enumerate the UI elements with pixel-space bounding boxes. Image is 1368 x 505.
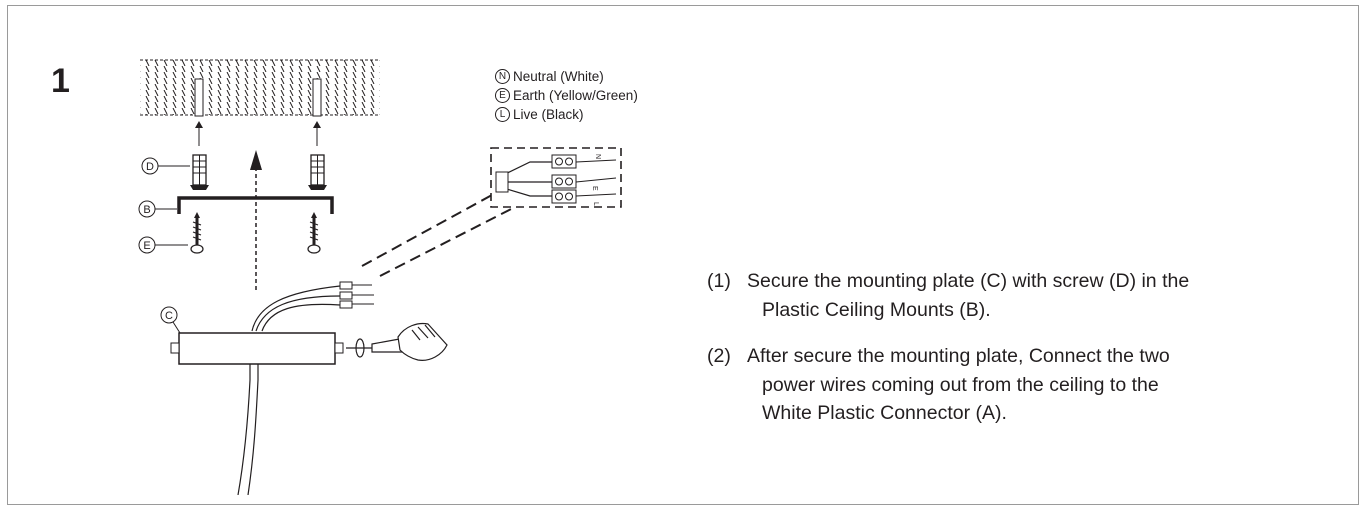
legend-live: L Live (Black) [495, 105, 638, 124]
callout-b-label: B [143, 204, 150, 216]
box-terminal-block [339, 281, 374, 309]
wall-plug-left [190, 154, 209, 190]
instruction-2-line-1: After secure the mounting plate, Connect… [747, 345, 1170, 367]
callout-c: C [160, 306, 181, 334]
instruction-2-line-3: White Plastic Connector (A). [762, 402, 1007, 424]
ceiling [140, 59, 380, 117]
legend-live-label: Live (Black) [513, 107, 584, 122]
legend-earth-letter: E [495, 88, 510, 103]
terminal-mark-n: N [594, 154, 601, 159]
instruction-2-number: (2) [707, 345, 731, 367]
detail-leader-lower [379, 206, 516, 277]
instruction-1: (1) Secure the mounting plate (C) with s… [707, 267, 1307, 324]
driver-box [170, 332, 344, 365]
terminal-mark-e: E [591, 186, 598, 191]
legend-earth: E Earth (Yellow/Green) [495, 86, 638, 105]
screw-left [190, 212, 204, 254]
insert-arrow-left [195, 121, 203, 146]
legend-earth-label: Earth (Yellow/Green) [513, 88, 638, 103]
screw-right [307, 212, 321, 254]
insert-arrow-right [313, 121, 321, 146]
power-cable [237, 364, 259, 495]
hand-icon [397, 322, 448, 361]
legend-live-letter: L [495, 107, 510, 122]
connector-detail: N E L [490, 147, 622, 208]
step-number: 1 [51, 62, 70, 100]
instruction-1-line-1: Secure the mounting plate (C) with screw… [747, 270, 1190, 292]
callout-c-label: C [165, 310, 173, 322]
box-wires [251, 285, 341, 332]
legend-neutral: N Neutral (White) [495, 67, 638, 86]
instruction-2: (2) After secure the mounting plate, Con… [707, 342, 1307, 428]
terminal-mark-l: L [592, 202, 599, 206]
instruction-2-line-2: power wires coming out from the ceiling … [762, 373, 1159, 396]
callout-e: E [138, 236, 188, 254]
assembly-direction-arrow [250, 150, 262, 290]
wall-plug-right [308, 154, 327, 190]
instruction-1-number: (1) [707, 270, 731, 292]
detail-leader-upper [361, 194, 493, 267]
callout-d: D [141, 157, 190, 175]
instruction-1-line-2: Plastic Ceiling Mounts (B). [762, 298, 991, 321]
instructions: (1) Secure the mounting plate (C) with s… [707, 267, 1307, 428]
legend-neutral-letter: N [495, 69, 510, 84]
legend-neutral-label: Neutral (White) [513, 69, 604, 84]
callout-b: B [138, 200, 177, 218]
callout-d-label: D [146, 161, 154, 173]
wire-legend: N Neutral (White) E Earth (Yellow/Green)… [495, 67, 638, 124]
screwdriver [346, 337, 408, 358]
callout-e-label: E [143, 240, 150, 252]
